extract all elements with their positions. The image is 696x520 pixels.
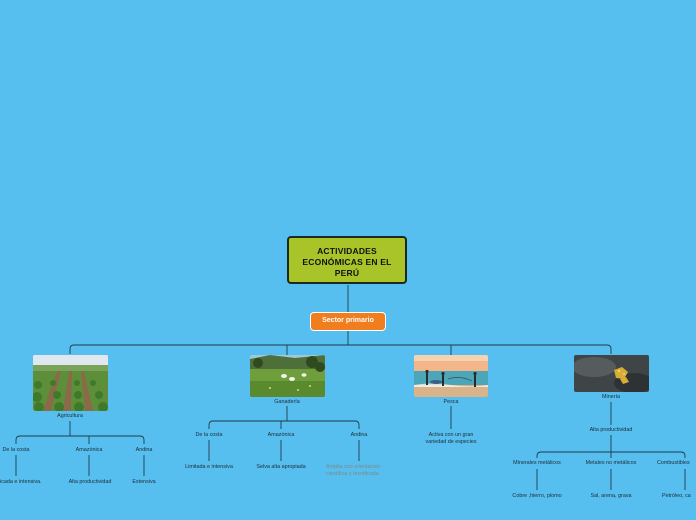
branch-agricultura[interactable]: Agricultura (57, 413, 83, 419)
branch-mineria[interactable]: Minería (602, 394, 620, 400)
lettuce-field-photo (33, 355, 108, 411)
mineria-metalicos-detail[interactable]: Cobre ,hierro, plomo (512, 493, 562, 499)
root-title: ACTIVIDADES ECONÓMICAS EN EL PERÚ (302, 246, 392, 278)
agricultura-amazonica-detail[interactable]: Alta productividad (68, 479, 112, 485)
mineria-no-metalicos[interactable]: Metales no metálicos (585, 460, 637, 466)
branch-ganaderia[interactable]: Ganadería (274, 399, 300, 405)
ganaderia-andina-detail[interactable]: Amplia con orientación científica y tecn… (326, 464, 381, 478)
mineria-no-metalicos-detail[interactable]: Sal, arena, grava (590, 493, 632, 499)
agricultura-costa-detail[interactable]: icada e intensiva. (0, 479, 42, 485)
sector-label: Sector primario (322, 317, 374, 324)
ganaderia-andina[interactable]: Andina (350, 432, 368, 438)
agricultura-costa[interactable]: De la costa (2, 447, 30, 453)
pesca-detail[interactable]: Activa con un gran variedad de especies (426, 432, 477, 446)
mineria-metalicos[interactable]: Minerales metálicos (513, 460, 561, 466)
agricultura-andina[interactable]: Andina (135, 447, 153, 453)
mineria-combustibles[interactable]: Combustibles (657, 460, 690, 466)
ganaderia-andina-detail-line1: Amplia con orientación (326, 464, 381, 470)
agricultura-amazonica[interactable]: Amazónica (75, 447, 103, 453)
pesca-detail-line1: Activa con un gran (428, 432, 474, 438)
ganaderia-amazonica[interactable]: Amazónica (267, 432, 295, 438)
ganaderia-costa[interactable]: De la costa (195, 432, 223, 438)
ganaderia-amazonica-detail[interactable]: Selva alta apropiada (256, 464, 306, 470)
mineria-summary[interactable]: Alta productividad (589, 427, 633, 433)
mineria-combustibles-detail[interactable]: Petróleo, ca (662, 493, 691, 499)
ganaderia-andina-detail-line2: científica y tecnificada (326, 471, 379, 477)
pesca-detail-line2: variedad de especies (425, 439, 477, 445)
primary-bus-connector (69, 344, 612, 354)
agricultura-andina-detail[interactable]: Extensiva (132, 479, 156, 485)
gold-ore-photo (574, 355, 649, 392)
fishermen-beach-photo (414, 355, 488, 397)
branch-pesca[interactable]: Pesca (443, 399, 459, 405)
cattle-pasture-photo (250, 355, 325, 397)
ganaderia-costa-detail[interactable]: Limitada e intensiva (185, 464, 233, 470)
root-topic[interactable]: ACTIVIDADES ECONÓMICAS EN EL PERÚ (287, 236, 407, 284)
sector-primario-node[interactable]: Sector primario (310, 312, 386, 331)
